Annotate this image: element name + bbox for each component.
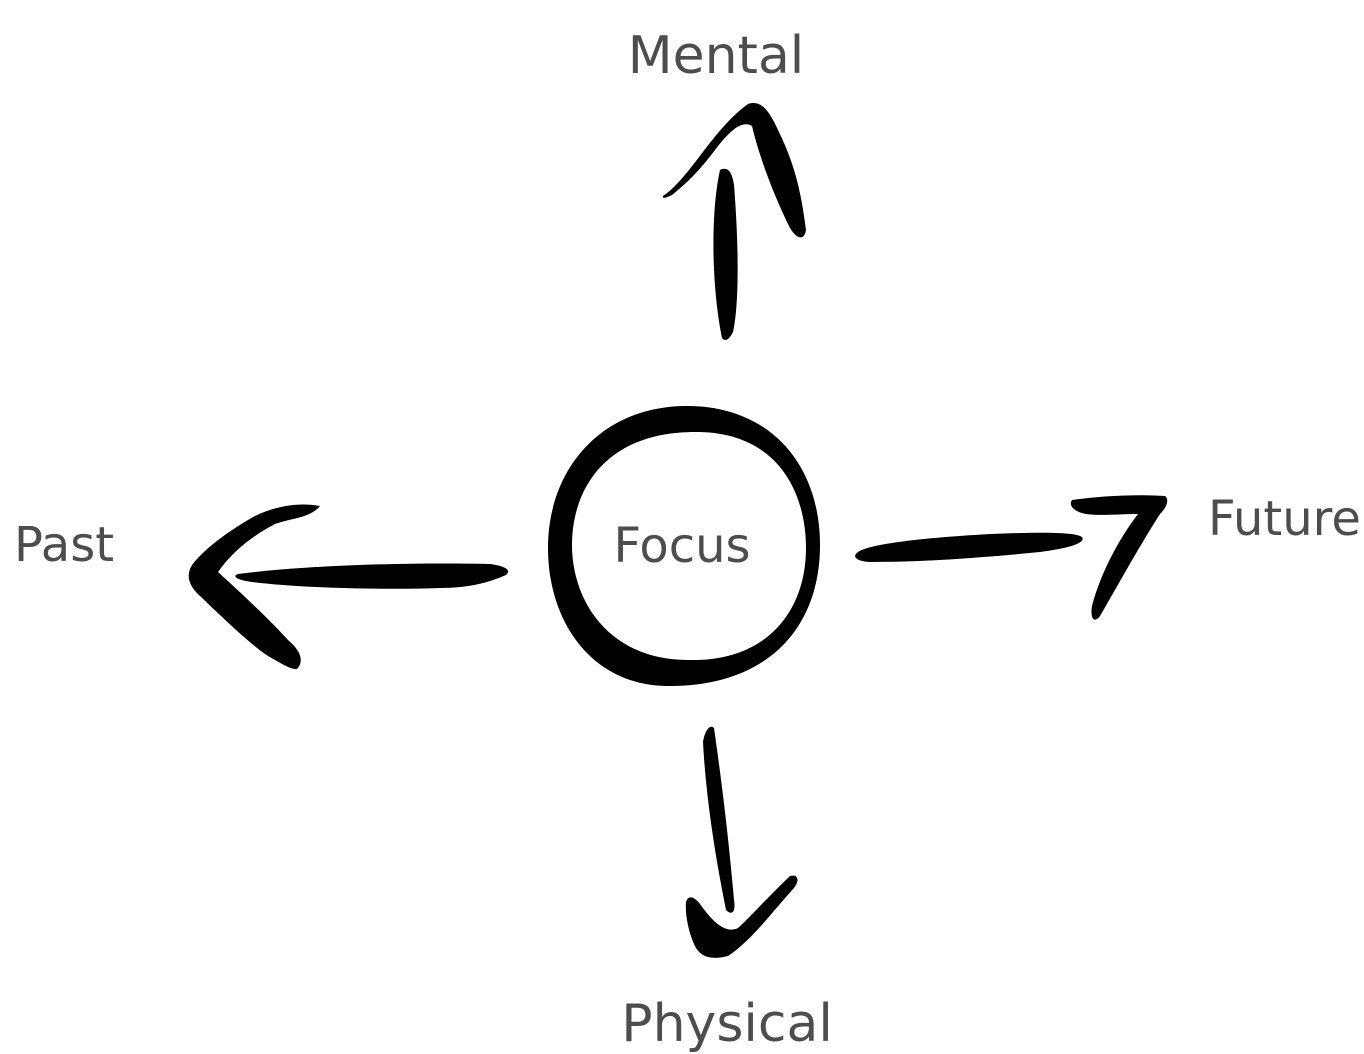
arrow-up-mental — [662, 103, 806, 340]
arrow-left-past — [188, 504, 509, 670]
label-mental: Mental — [628, 26, 805, 86]
label-past: Past — [14, 517, 114, 573]
label-physical: Physical — [621, 994, 833, 1054]
arrow-right-shaft — [855, 532, 1083, 562]
arrow-right-head — [1070, 495, 1168, 620]
label-future: Future — [1208, 491, 1361, 547]
arrow-up-head — [662, 103, 806, 238]
arrow-left-head — [188, 504, 320, 670]
arrow-right-future — [855, 495, 1168, 620]
arrow-down-head — [685, 875, 798, 958]
arrow-left-shaft — [235, 563, 509, 589]
arrow-up-shaft — [713, 168, 738, 340]
center-label-focus: Focus — [613, 518, 750, 574]
arrow-down-physical — [685, 726, 798, 958]
arrow-down-shaft — [703, 726, 735, 913]
